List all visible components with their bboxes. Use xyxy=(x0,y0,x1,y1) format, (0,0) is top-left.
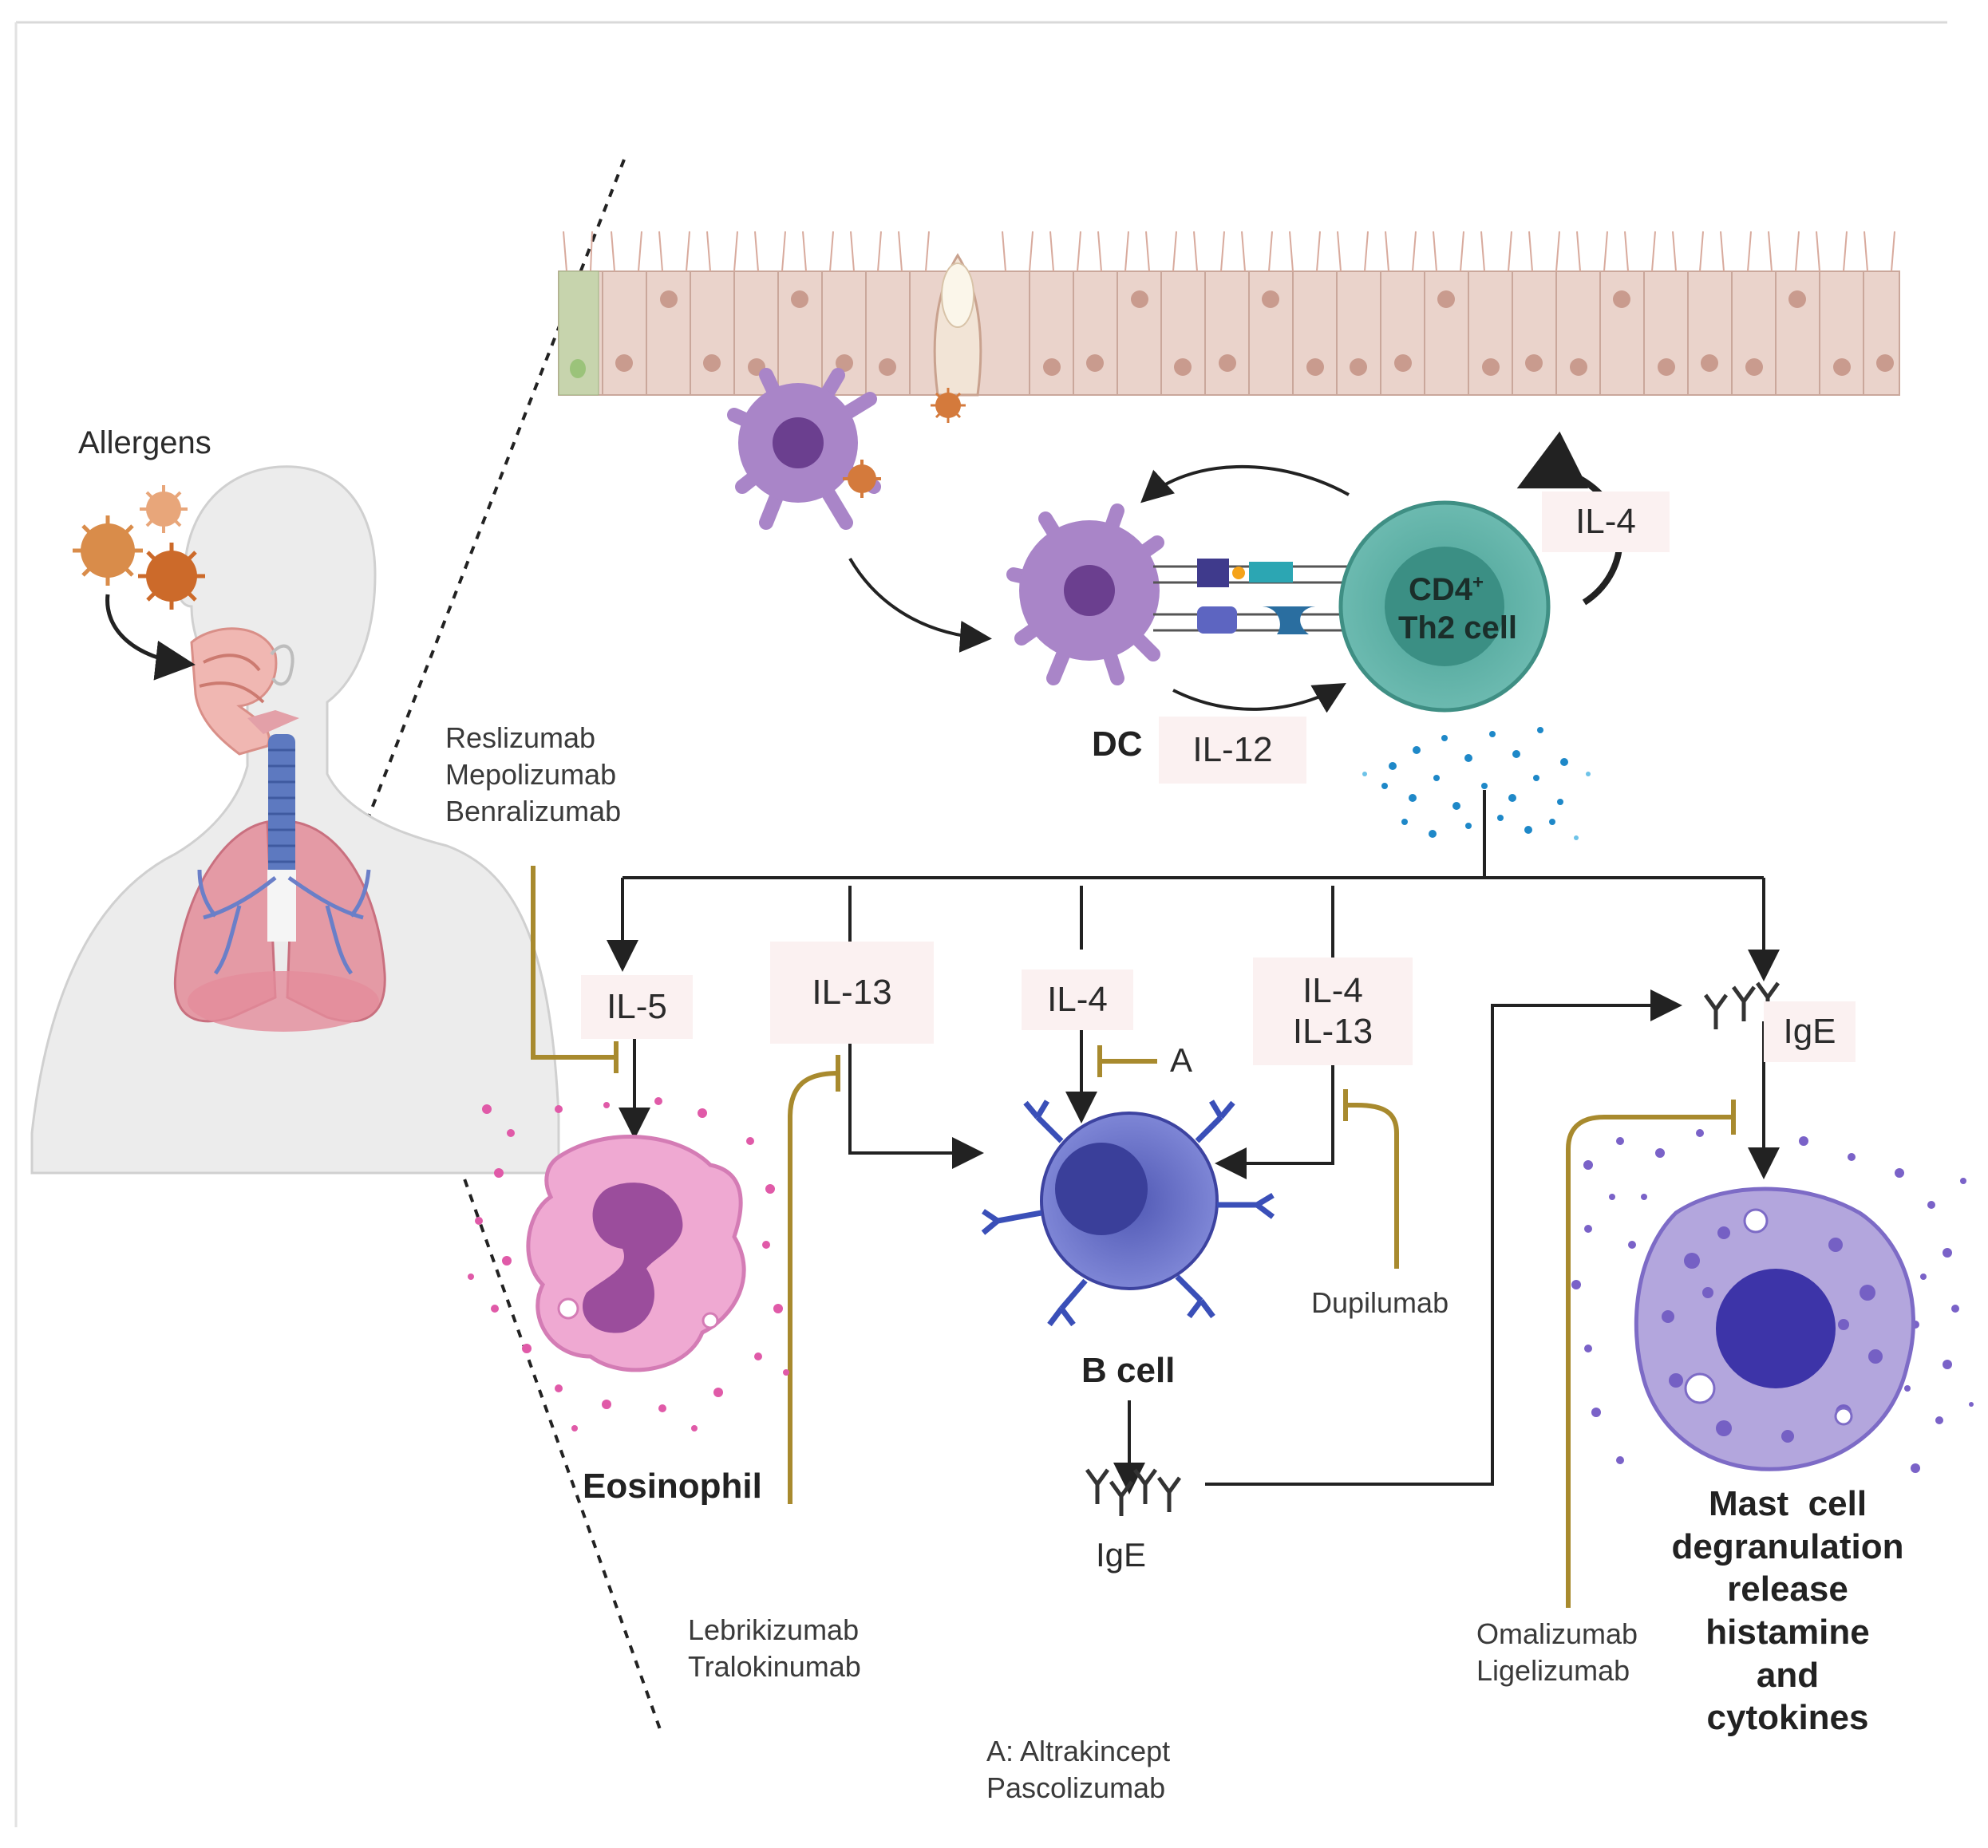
dupilumab-label: Dupilumab xyxy=(1311,1286,1449,1319)
il5-inhibitor-line xyxy=(531,866,615,1060)
il12-label: IL-12 xyxy=(1159,717,1306,784)
legend-altrakincept: A: Altrakincept xyxy=(986,1735,1171,1767)
drug-tralokinumab: Tralokinumab xyxy=(688,1650,861,1684)
il13-label: IL-13 xyxy=(770,942,934,1044)
il4-top-label: IL-4 xyxy=(1542,492,1670,552)
legend-a-label: A: Altrakincept Pascolizumab xyxy=(986,1733,1170,1807)
ige-to-mast-arrow xyxy=(1205,989,1682,1486)
il4-top-text: IL-4 xyxy=(1575,501,1636,541)
il5-text: IL-5 xyxy=(607,986,667,1026)
immature-dc-icon xyxy=(727,368,881,530)
il13-drugs-label: Lebrikizumab Tralokinumab xyxy=(688,1612,861,1685)
th2-cell-icon xyxy=(1338,500,1551,713)
il5-label: IL-5 xyxy=(581,975,693,1039)
th2-type-text: Th2 cell xyxy=(1398,610,1517,646)
dc-migration-arrow xyxy=(848,557,992,653)
th2-sup-text: + xyxy=(1472,571,1484,594)
il4-il13-to-bcell-arrow xyxy=(1215,1041,1334,1179)
drug-lebrikizumab: Lebrikizumab xyxy=(688,1613,860,1646)
drug-mepolizumab: Mepolizumab xyxy=(445,758,617,792)
ige-top-text: IgE xyxy=(1783,1011,1836,1051)
inhibitor-a-label: A xyxy=(1170,1041,1193,1079)
mast-line-1: Mast cell xyxy=(1708,1484,1867,1523)
mast-line-4: histamine xyxy=(1705,1613,1870,1653)
il13-to-bcell-arrow xyxy=(848,1029,984,1169)
il12-text: IL-12 xyxy=(1192,729,1273,769)
drug-benralizumab: Benralizumab xyxy=(445,795,622,828)
il13-inhibitor-line xyxy=(788,1071,839,1504)
il4-il13-label: IL-4 IL-13 xyxy=(1253,958,1413,1065)
ige-inhibitor-line xyxy=(1566,1115,1732,1608)
il12-arrow xyxy=(1172,682,1346,713)
mast-cell-icon xyxy=(1571,1129,1974,1473)
antibody-icon xyxy=(1085,1468,1182,1516)
eosinophil-icon xyxy=(468,1097,789,1431)
allergen-particle-icon xyxy=(73,485,205,610)
allergen-particle-icon xyxy=(931,388,966,423)
b-cell-icon xyxy=(981,1100,1275,1327)
mast-line-3: release xyxy=(1727,1570,1848,1609)
th2-to-dc-arrow xyxy=(1140,464,1350,503)
legend-pascolizumab: Pascolizumab xyxy=(986,1771,1166,1805)
ige-drugs-label: Omalizumab Ligelizumab xyxy=(1476,1616,1638,1689)
th2-cell-label: CD4+ Th2 cell xyxy=(1398,571,1517,647)
mast-line-5: and xyxy=(1756,1655,1820,1695)
drug-omalizumab: Omalizumab xyxy=(1476,1617,1638,1650)
antibody-icon xyxy=(1703,981,1781,1029)
drug-ligelizumab: Ligelizumab xyxy=(1476,1654,1630,1688)
il13-text: IL-13 xyxy=(812,972,892,1012)
dc-label: DC xyxy=(1092,725,1143,764)
epithelium-icon xyxy=(558,231,1900,397)
cytokine-distribution-lines xyxy=(607,790,1780,981)
th2-cd4-text: CD4 xyxy=(1408,572,1472,607)
allergens-label: Allergens xyxy=(78,425,211,460)
il4-il13-text-1: IL-4 xyxy=(1302,970,1363,1010)
il4-mid-label: IL-4 xyxy=(1022,969,1133,1030)
zoom-line-upper xyxy=(350,159,626,863)
mast-cell-label: Mast cell degranulation release histamin… xyxy=(1612,1483,1963,1739)
ige-top-label: IgE xyxy=(1764,1001,1856,1062)
cytokine-dots-icon xyxy=(1362,727,1591,840)
human-silhouette-icon xyxy=(30,465,560,1175)
il4-mid-text: IL-4 xyxy=(1047,979,1108,1019)
il4-il13-inhibitor-line xyxy=(1346,1103,1399,1269)
b-cell-label: B cell xyxy=(1081,1351,1176,1390)
mhc-tcr-icon xyxy=(1153,559,1357,634)
mast-line-6: cytokines xyxy=(1706,1698,1869,1738)
ige-bottom-label: IgE xyxy=(1096,1536,1147,1574)
il5-drugs-label: Reslizumab Mepolizumab Benralizumab xyxy=(445,720,621,830)
drug-reslizumab: Reslizumab xyxy=(445,721,596,754)
dendritic-cell-icon xyxy=(1006,503,1164,685)
mast-line-2: degranulation xyxy=(1671,1526,1904,1566)
il4-il13-text-2: IL-13 xyxy=(1292,1011,1373,1051)
eosinophil-label: Eosinophil xyxy=(583,1467,762,1506)
inhalation-arrow xyxy=(105,594,196,681)
